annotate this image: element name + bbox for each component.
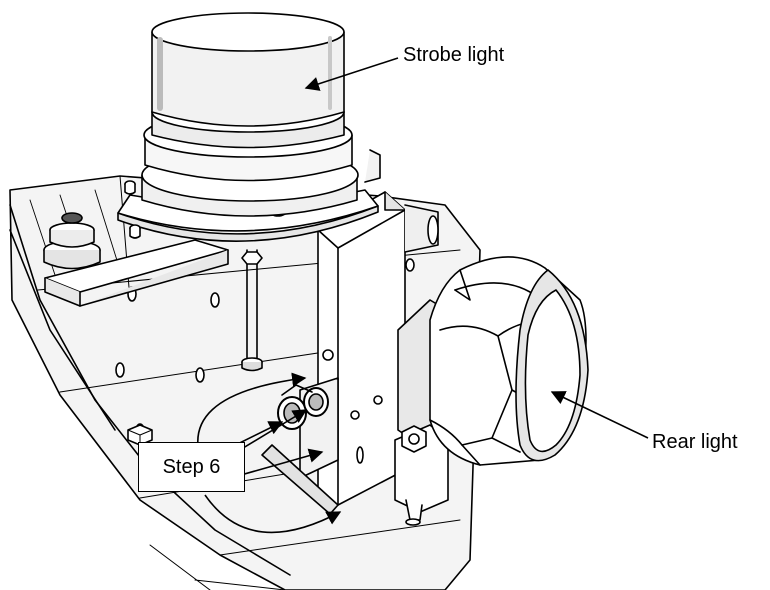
strobe-light-label: Strobe light bbox=[403, 44, 505, 66]
strobe-light bbox=[142, 13, 358, 216]
cross-arm bbox=[45, 240, 228, 306]
left-roller bbox=[44, 213, 100, 269]
rear-light bbox=[395, 257, 588, 525]
vertical-rod bbox=[242, 250, 262, 371]
step-callout-box: Step 6 bbox=[138, 442, 245, 492]
hex-nut bbox=[128, 425, 152, 445]
step-label: Step 6 bbox=[162, 455, 221, 478]
step-curve-lower bbox=[205, 495, 342, 532]
rear-leader bbox=[550, 391, 648, 438]
strobe-leader bbox=[304, 58, 398, 91]
right-stud bbox=[406, 216, 438, 271]
rear-light-label: Rear light bbox=[652, 431, 738, 453]
